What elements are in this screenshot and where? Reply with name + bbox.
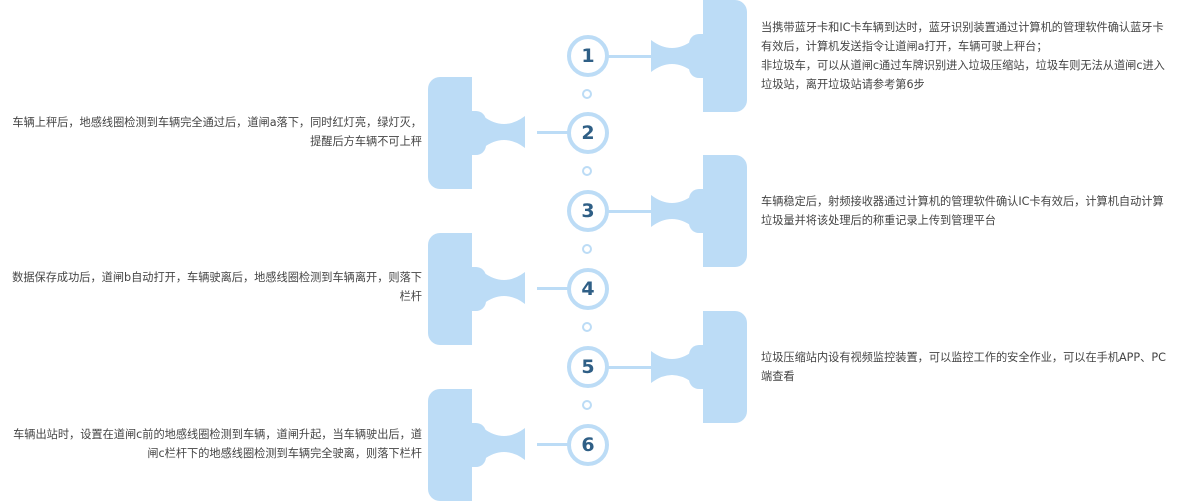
- connector-step-2: [483, 116, 525, 148]
- step-3-text: 车辆稳定后，射频接收器通过计算机的管理软件确认IC卡有效后，计算机自动计算垃圾量…: [761, 195, 1164, 227]
- dot-3: [582, 244, 592, 254]
- dot-2: [582, 166, 592, 176]
- bracket-step-5: [689, 311, 747, 423]
- bracket-step-3: [689, 155, 747, 267]
- stem-step-4: [537, 287, 572, 290]
- step-6-number: 6: [567, 424, 609, 466]
- connector-step-1: [651, 40, 693, 72]
- connector-step-3: [651, 195, 693, 227]
- dot-5: [582, 400, 592, 410]
- stem-step-3: [602, 210, 651, 213]
- step-1-text: 当携带蓝牙卡和IC卡车辆到达时，蓝牙识别装置通过计算机的管理软件确认蓝牙卡有效后…: [761, 21, 1165, 91]
- dot-4: [582, 322, 592, 332]
- step-6-text: 车辆出站时，设置在道闸c前的地感线圈检测到车辆，道闸升起，当车辆驶出后，道闸c栏…: [13, 428, 422, 460]
- step-2-text: 车辆上秤后，地感线圈检测到车辆完全通过后，道闸a落下，同时红灯亮，绿灯灭，提醒后…: [12, 116, 422, 148]
- step-3-number: 3: [567, 190, 609, 232]
- step-5-number: 5: [567, 346, 609, 388]
- step-4-number: 4: [567, 268, 609, 310]
- stem-step-6: [537, 443, 572, 446]
- connector-step-6: [483, 428, 525, 460]
- step-5-text: 垃圾压缩站内设有视频监控装置，可以监控工作的安全作业，可以在手机APP、PC端查…: [761, 351, 1166, 383]
- bracket-step-1: [689, 0, 747, 112]
- bracket-step-2: [428, 77, 486, 189]
- stem-step-1: [602, 55, 651, 58]
- bracket-step-4: [428, 233, 486, 345]
- dot-1: [582, 89, 592, 99]
- step-2-number: 2: [567, 112, 609, 154]
- step-4-text: 数据保存成功后，道闸b自动打开，车辆驶离后，地感线圈检测到车辆离开，则落下栏杆: [12, 271, 422, 303]
- bracket-step-6: [428, 389, 486, 501]
- stem-step-5: [602, 366, 651, 369]
- step-1-number: 1: [567, 35, 609, 77]
- stem-step-2: [537, 131, 572, 134]
- connector-step-5: [651, 351, 693, 383]
- connector-step-4: [483, 272, 525, 304]
